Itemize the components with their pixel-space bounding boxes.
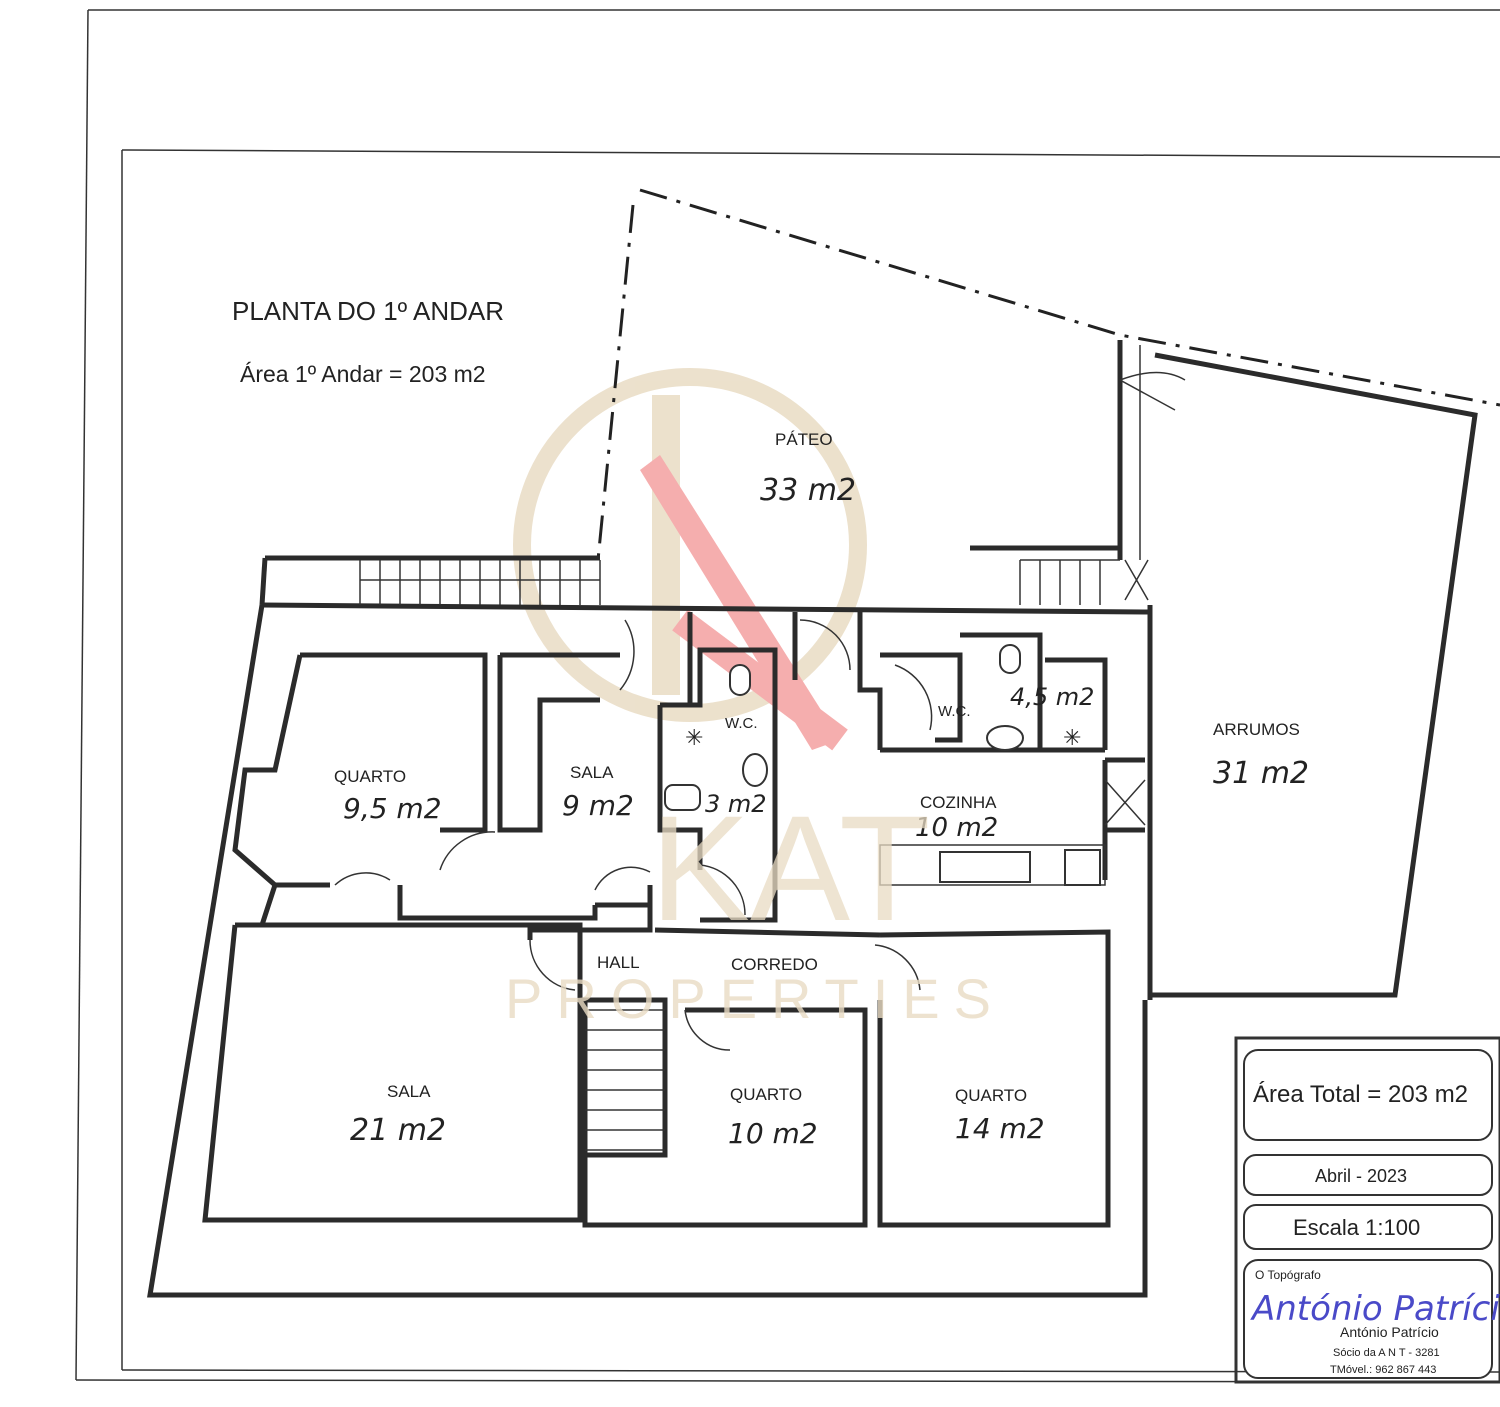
door-swings — [334, 619, 933, 1051]
watermark-logo: KAT — [650, 784, 931, 952]
interior-walls — [202, 605, 1153, 1228]
sheet-frame — [75, 9, 1500, 1383]
room-arrumos-area: 31 m2 — [1213, 756, 1309, 791]
svg-text:✳: ✳ — [685, 725, 703, 750]
plan-scale: Escala 1:100 — [1293, 1215, 1420, 1240]
plan-title: PLANTA DO 1º ANDAR — [232, 296, 504, 326]
room-quarto-c-name: QUARTO — [955, 1086, 1027, 1105]
topografo-member: Sócio da A N T - 3281 — [1333, 1347, 1440, 1359]
room-wc-b-name: W.C. — [938, 703, 971, 720]
kat-watermark — [513, 368, 867, 751]
room-quarto-b-area: 10 m2 — [728, 1117, 818, 1150]
room-wc-a-name: W.C. — [725, 715, 758, 732]
room-quarto-c-area: 14 m2 — [955, 1112, 1045, 1145]
room-sala-big-name: SALA — [387, 1082, 431, 1101]
room-wc-a-area: 3 m2 — [705, 790, 767, 818]
room-cozinha-name: COZINHA — [920, 793, 997, 812]
room-sala-small-name: SALA — [570, 763, 614, 782]
room-wc-b-area: 4,5 m2 — [1010, 683, 1094, 711]
room-corredo-name: CORREDO — [731, 955, 818, 974]
room-pateo-name: PÁTEO — [775, 430, 833, 449]
total-area: Área Total = 203 m2 — [1253, 1081, 1468, 1108]
topografo-phone: TMóvel.: 962 867 443 — [1330, 1364, 1436, 1376]
topografo-signature: António Patrício — [1250, 1289, 1500, 1329]
room-quarto-a-area: 9,5 m2 — [343, 792, 442, 825]
topografo-name: António Patrício — [1340, 1324, 1439, 1340]
room-quarto-a-name: QUARTO — [334, 767, 406, 786]
room-arrumos-name: ARRUMOS — [1213, 720, 1300, 739]
title-block: Área Total = 203 m2 Abril - 2023 Escala … — [1234, 1036, 1500, 1384]
topografo-label: O Topógrafo — [1255, 1268, 1321, 1282]
room-sala-small-area: 9 m2 — [562, 789, 634, 822]
room-pateo-area: 33 m2 — [760, 473, 856, 508]
room-sala-big-area: 21 m2 — [350, 1113, 446, 1148]
room-hall-name: HALL — [597, 953, 640, 972]
room-cozinha-area: 10 m2 — [915, 813, 998, 843]
fixtures: ✳ ✳ — [664, 559, 1149, 886]
room-quarto-b-name: QUARTO — [730, 1085, 802, 1104]
svg-text:✳: ✳ — [1063, 725, 1081, 750]
building-outline — [147, 545, 1151, 1298]
watermark-text: PROPERTIES — [505, 967, 1005, 1030]
plan-date: Abril - 2023 — [1315, 1166, 1407, 1186]
floor-area-label: Área 1º Andar = 203 m2 — [240, 361, 486, 387]
